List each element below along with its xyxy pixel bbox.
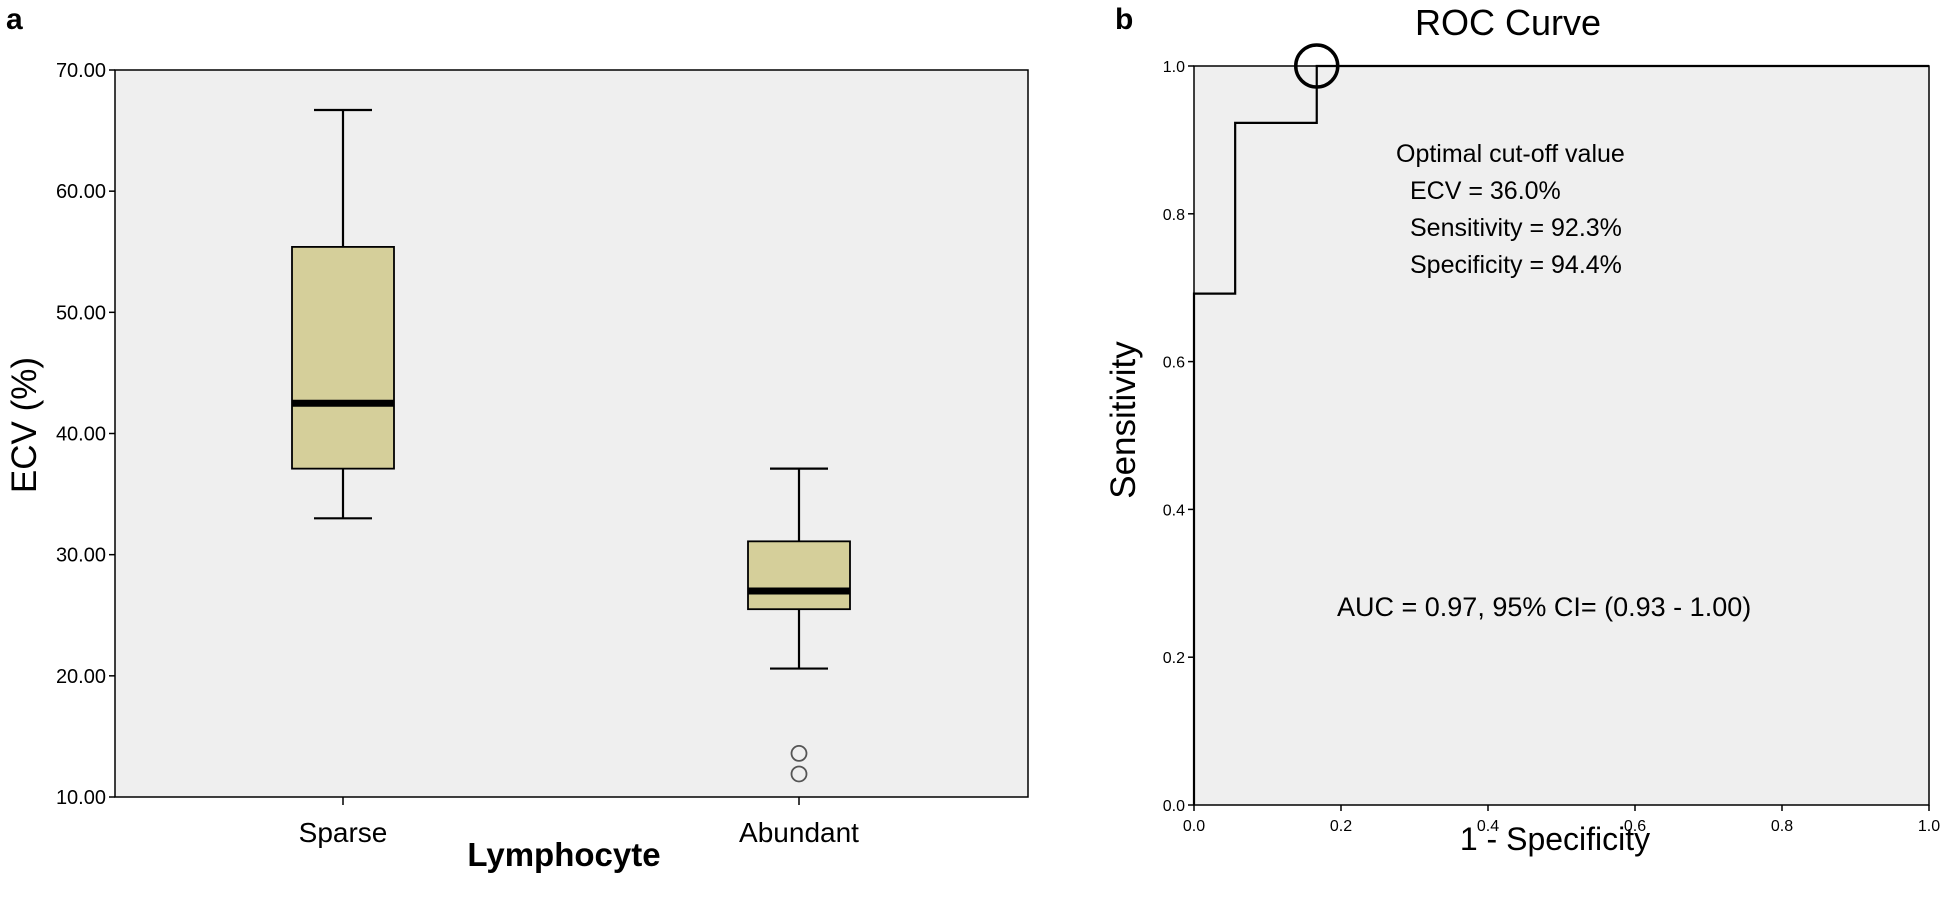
roc-y-tick-label: 0.4 <box>1163 502 1185 519</box>
roc-y-tick-label: 0.8 <box>1163 207 1185 224</box>
roc-x-tick-label: 0.0 <box>1183 818 1205 835</box>
roc-optimal-point-marker <box>1293 43 1340 89</box>
boxplot-outlier <box>790 744 808 762</box>
panel-b-letter: b <box>1115 3 1133 36</box>
roc-annotation-line: Optimal cut-off value <box>1396 140 1625 168</box>
roc-x-tick-label: 0.6 <box>1624 818 1646 835</box>
roc-auc-text: AUC = 0.97, 95% CI= (0.93 - 1.00) <box>1337 592 1751 622</box>
boxplot-y-tick-label: 70.00 <box>56 60 106 82</box>
roc-annotation-line: ECV = 36.0% <box>1410 177 1561 205</box>
boxplot-category-label: Abundant <box>739 817 859 848</box>
roc-x-tick-label: 1.0 <box>1918 818 1940 835</box>
roc-y-tick-label: 0.6 <box>1163 355 1185 372</box>
boxplot-y-tick-label: 10.00 <box>56 787 106 809</box>
boxplot-plot-area <box>114 69 1029 798</box>
roc-curve-line <box>1192 64 1929 805</box>
panel-b: b ROC Curve 0.0 0.2 0.4 0.6 0.8 1.0 0.0 0.2 0.4… <box>1104 2 1940 857</box>
boxplot-category-label: Sparse <box>299 817 388 848</box>
boxplot-x-axis-title: Lymphocyte <box>467 836 660 873</box>
boxplot-y-tick-label: 20.00 <box>56 666 106 688</box>
panel-a-letter: a <box>6 3 23 36</box>
boxplot-y-ticks: 10.00 20.00 30.00 40.00 50.00 60.00 70.00 <box>56 60 115 809</box>
boxplot-x-ticks: Sparse Abundant <box>299 797 859 848</box>
roc-y-axis-title: Sensitivity <box>1104 341 1143 499</box>
roc-chart-title: ROC Curve <box>1415 2 1601 43</box>
roc-x-tick-label: 0.8 <box>1771 818 1793 835</box>
roc-y-tick-label: 1.0 <box>1163 59 1185 76</box>
roc-marks <box>1192 43 1929 805</box>
boxplot-y-tick-label: 50.00 <box>56 302 106 324</box>
boxplot-y-tick-label: 30.00 <box>56 545 106 567</box>
boxplot-box <box>291 246 395 470</box>
roc-y-tick-label: 0.2 <box>1163 650 1185 667</box>
roc-annotation-line: Specificity = 94.4% <box>1410 251 1622 279</box>
boxplot-y-tick-label: 40.00 <box>56 424 106 446</box>
boxplot-marks <box>291 108 851 783</box>
boxplot-outlier <box>790 765 808 783</box>
roc-x-ticks: 0.0 0.2 0.4 0.6 0.8 1.0 <box>1183 805 1940 835</box>
roc-plot-area <box>1193 65 1930 806</box>
roc-x-tick-label: 0.2 <box>1330 818 1352 835</box>
boxplot-y-tick-label: 60.00 <box>56 181 106 203</box>
boxplot-box <box>747 540 851 611</box>
boxplot-y-axis-title: ECV (%) <box>5 357 44 493</box>
roc-y-ticks: 0.0 0.2 0.4 0.6 0.8 1.0 <box>1163 59 1194 815</box>
roc-annotation-line: Sensitivity = 92.3% <box>1410 214 1622 242</box>
roc-x-tick-label: 0.4 <box>1477 818 1499 835</box>
roc-x-axis-title: 1 - Specificity <box>1460 821 1650 857</box>
roc-y-tick-label: 0.0 <box>1163 798 1185 815</box>
panel-a: a 10.00 20.00 30.00 40.00 50.00 60.00 70.00 Sp… <box>5 3 1029 873</box>
